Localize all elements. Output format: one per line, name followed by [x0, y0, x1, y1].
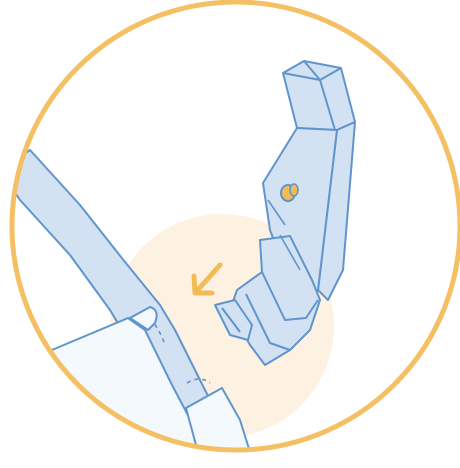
clipped-content: [0, 61, 355, 468]
connector-bracket: [215, 61, 355, 365]
